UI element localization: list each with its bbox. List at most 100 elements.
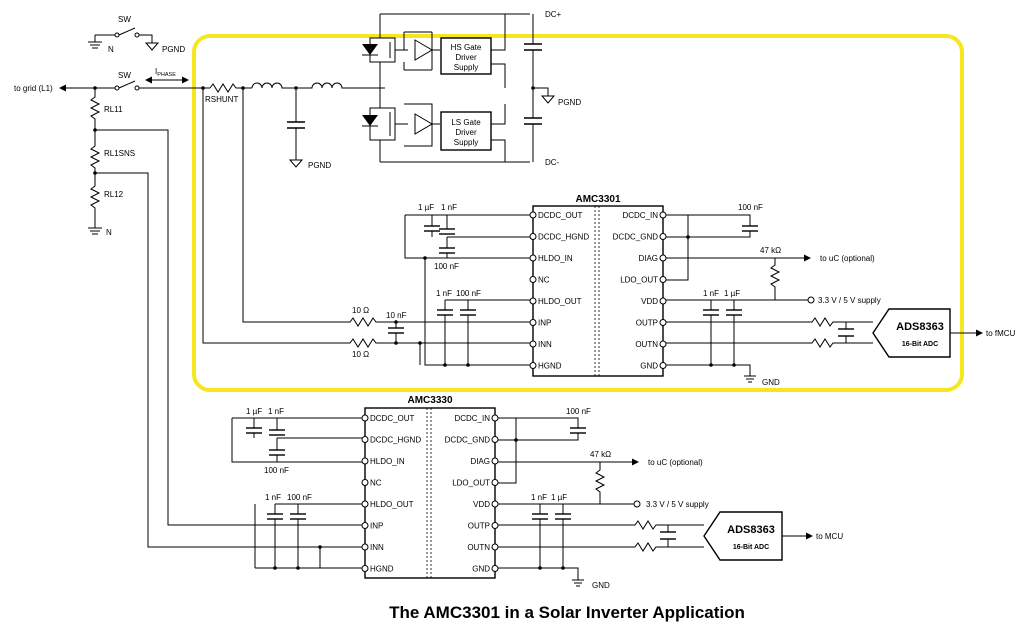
amc3301-pin-label-right-6: OUTN — [635, 340, 658, 349]
amc3301-vdd-cap-1n: 1 nF — [703, 289, 719, 298]
amc3330-pin-right-3 — [491, 479, 499, 486]
amc3301-pin-right-7 — [659, 362, 667, 369]
amc3301-pin-left-2 — [529, 254, 537, 262]
sw-label-grid: SW — [118, 71, 131, 80]
amc3330-pin-right-5 — [491, 522, 499, 529]
amc3301-pin-label-left-1: DCDC_HGND — [538, 233, 589, 242]
amc3301-pin-right-5 — [659, 319, 667, 326]
amc3330-supply: 3.3 V / 5 V supply — [646, 500, 709, 509]
amc3330-cap-100n-right: 100 nF — [566, 407, 591, 416]
rshunt-label: RSHUNT — [205, 95, 238, 104]
grid-connection: to grid (L1) SW IPHASE — [14, 67, 210, 93]
amc3301-gnd: GND — [762, 378, 780, 387]
amc3301-pin-label-left-2: HLDO_IN — [538, 254, 573, 263]
amc3330-vdd-cap-1n: 1 nF — [531, 493, 547, 502]
amc3301-adc-sub: 16-Bit ADC — [902, 341, 938, 348]
n-label-divider: N — [106, 228, 112, 237]
amc3330-pin-label-right-2: DIAG — [470, 457, 490, 466]
amc3301-circuit: AMC3301 DCDC_OUTDCDC_HGNDHLDO_INNCHLDO_O… — [202, 88, 1016, 387]
ls-driver-line3: Supply — [454, 138, 478, 147]
dc-plus-label: DC+ — [545, 10, 562, 19]
amc3330-adc-name: ADS8363 — [727, 524, 775, 536]
amc3301-pin-right-6 — [659, 340, 667, 348]
amc3301-adc-name: ADS8363 — [896, 321, 944, 333]
amc3301-pin-label-right-3: LDO_OUT — [620, 276, 658, 285]
amc3330-cap-100n: 100 nF — [264, 466, 289, 475]
amc3330-res-47k: 47 kΩ — [590, 450, 611, 459]
amc3330-pin-label-left-1: DCDC_HGND — [370, 436, 421, 445]
amc3330-pin-left-6 — [361, 543, 369, 551]
amc3330-pin-label-right-6: OUTN — [467, 543, 490, 552]
amc3330-pin-label-left-6: INN — [370, 543, 384, 552]
amc3330-cap-1n: 1 nF — [268, 407, 284, 416]
amc3301-pin-label-right-0: DCDC_IN — [622, 211, 658, 220]
amc3301-vdd-cap-1u: 1 µF — [724, 289, 740, 298]
hs-driver-line2: Driver — [455, 53, 477, 62]
amc3301-pin-right-3 — [659, 276, 667, 283]
ls-driver-line1: LS Gate — [451, 118, 481, 127]
amc3301-pin-label-right-2: DIAG — [638, 254, 658, 263]
amc3330-pin-label-right-4: VDD — [473, 500, 490, 509]
amc3301-pin-left-1 — [529, 233, 537, 240]
amc3330-pin-right-1 — [491, 436, 499, 443]
amc3301-pin-right-0 — [659, 211, 667, 219]
hs-switch: HS Gate Driver Supply — [362, 14, 506, 88]
amc3330-pin-label-left-0: DCDC_OUT — [370, 414, 415, 423]
ls-switch: LS Gate Driver Supply — [362, 103, 506, 162]
amc3330-adc-sub: 16-Bit ADC — [733, 544, 769, 551]
amc3301-pin-label-left-7: HGND — [538, 362, 562, 371]
pgnd-label-filter: PGND — [308, 161, 331, 170]
amc3330-vdd-cap-1u: 1 µF — [551, 493, 567, 502]
amc3330-pin-label-right-7: GND — [472, 565, 490, 574]
amc3330-pin-right-4 — [491, 500, 499, 508]
amc3330-title: AMC3330 — [407, 395, 452, 406]
amc3330-pin-left-1 — [361, 436, 369, 443]
amc3301-pin-label-left-0: DCDC_OUT — [538, 211, 583, 220]
amc3301-res-10b: 10 Ω — [352, 350, 369, 359]
amc3330-cap-1u: 1 µF — [246, 407, 262, 416]
pgnd-label-bus: PGND — [558, 98, 581, 107]
amc3330-pin-label-left-7: HGND — [370, 565, 394, 574]
amc3330-to-mcu: to MCU — [816, 532, 843, 541]
amc3301-pin-label-left-3: NC — [538, 276, 550, 285]
amc3330-pin-label-left-4: HLDO_OUT — [370, 500, 414, 509]
amc3301-cap-10n: 10 nF — [386, 311, 407, 320]
amc3301-pin-label-right-5: OUTP — [636, 319, 658, 328]
neutral-switch: SW N PGND — [88, 15, 185, 54]
amc3301-cap-100n-right: 100 nF — [738, 203, 763, 212]
amc3301-pin-label-right-7: GND — [640, 362, 658, 371]
n-label-top: N — [108, 45, 114, 54]
amc3301-pin-label-right-1: DCDC_GND — [613, 233, 659, 242]
amc3301-cap-1n: 1 nF — [441, 203, 457, 212]
pgnd-label-top: PGND — [162, 45, 185, 54]
dc-minus-label: DC- — [545, 158, 560, 167]
hs-driver-line3: Supply — [454, 63, 478, 72]
amc3330-pin-label-right-1: DCDC_GND — [445, 436, 491, 445]
amc3330-gnd: GND — [592, 581, 610, 590]
amc3301-pin-left-0 — [529, 211, 537, 219]
amc3301-ldo-cap-1n: 1 nF — [436, 289, 452, 298]
amc3330-pin-left-5 — [361, 522, 369, 529]
amc3330-pin-right-2 — [491, 457, 499, 465]
amc3301-supply: 3.3 V / 5 V supply — [818, 296, 881, 305]
dc-bus: DC+ DC- PGND — [379, 10, 581, 167]
amc3330-to-uc: to uC (optional) — [648, 458, 703, 467]
amc3301-to-mcu: to fMCU — [986, 329, 1016, 338]
amc3301-res-47k: 47 kΩ — [760, 246, 781, 255]
amc3301-cap-1u: 1 µF — [418, 203, 434, 212]
amc3330-pin-right-7 — [491, 565, 499, 572]
amc3330-pin-label-left-5: INP — [370, 522, 383, 531]
amc3301-pin-label-left-5: INP — [538, 319, 551, 328]
amc3330-ldo-cap-1n: 1 nF — [265, 493, 281, 502]
amc3330-pin-left-2 — [361, 457, 369, 465]
amc3330-pin-left-0 — [361, 414, 369, 422]
resistor-divider: RL11 RL1SNS RL12 N — [88, 88, 362, 548]
amc3301-pin-label-right-4: VDD — [641, 297, 658, 306]
amc3330-pin-left-4 — [361, 500, 369, 508]
sw-label-top: SW — [118, 15, 131, 24]
amc3301-title: AMC3301 — [575, 194, 620, 205]
amc3301-cap-100n: 100 nF — [434, 262, 459, 271]
amc3330-pin-right-6 — [491, 543, 499, 551]
amc3301-pin-left-6 — [529, 340, 537, 348]
